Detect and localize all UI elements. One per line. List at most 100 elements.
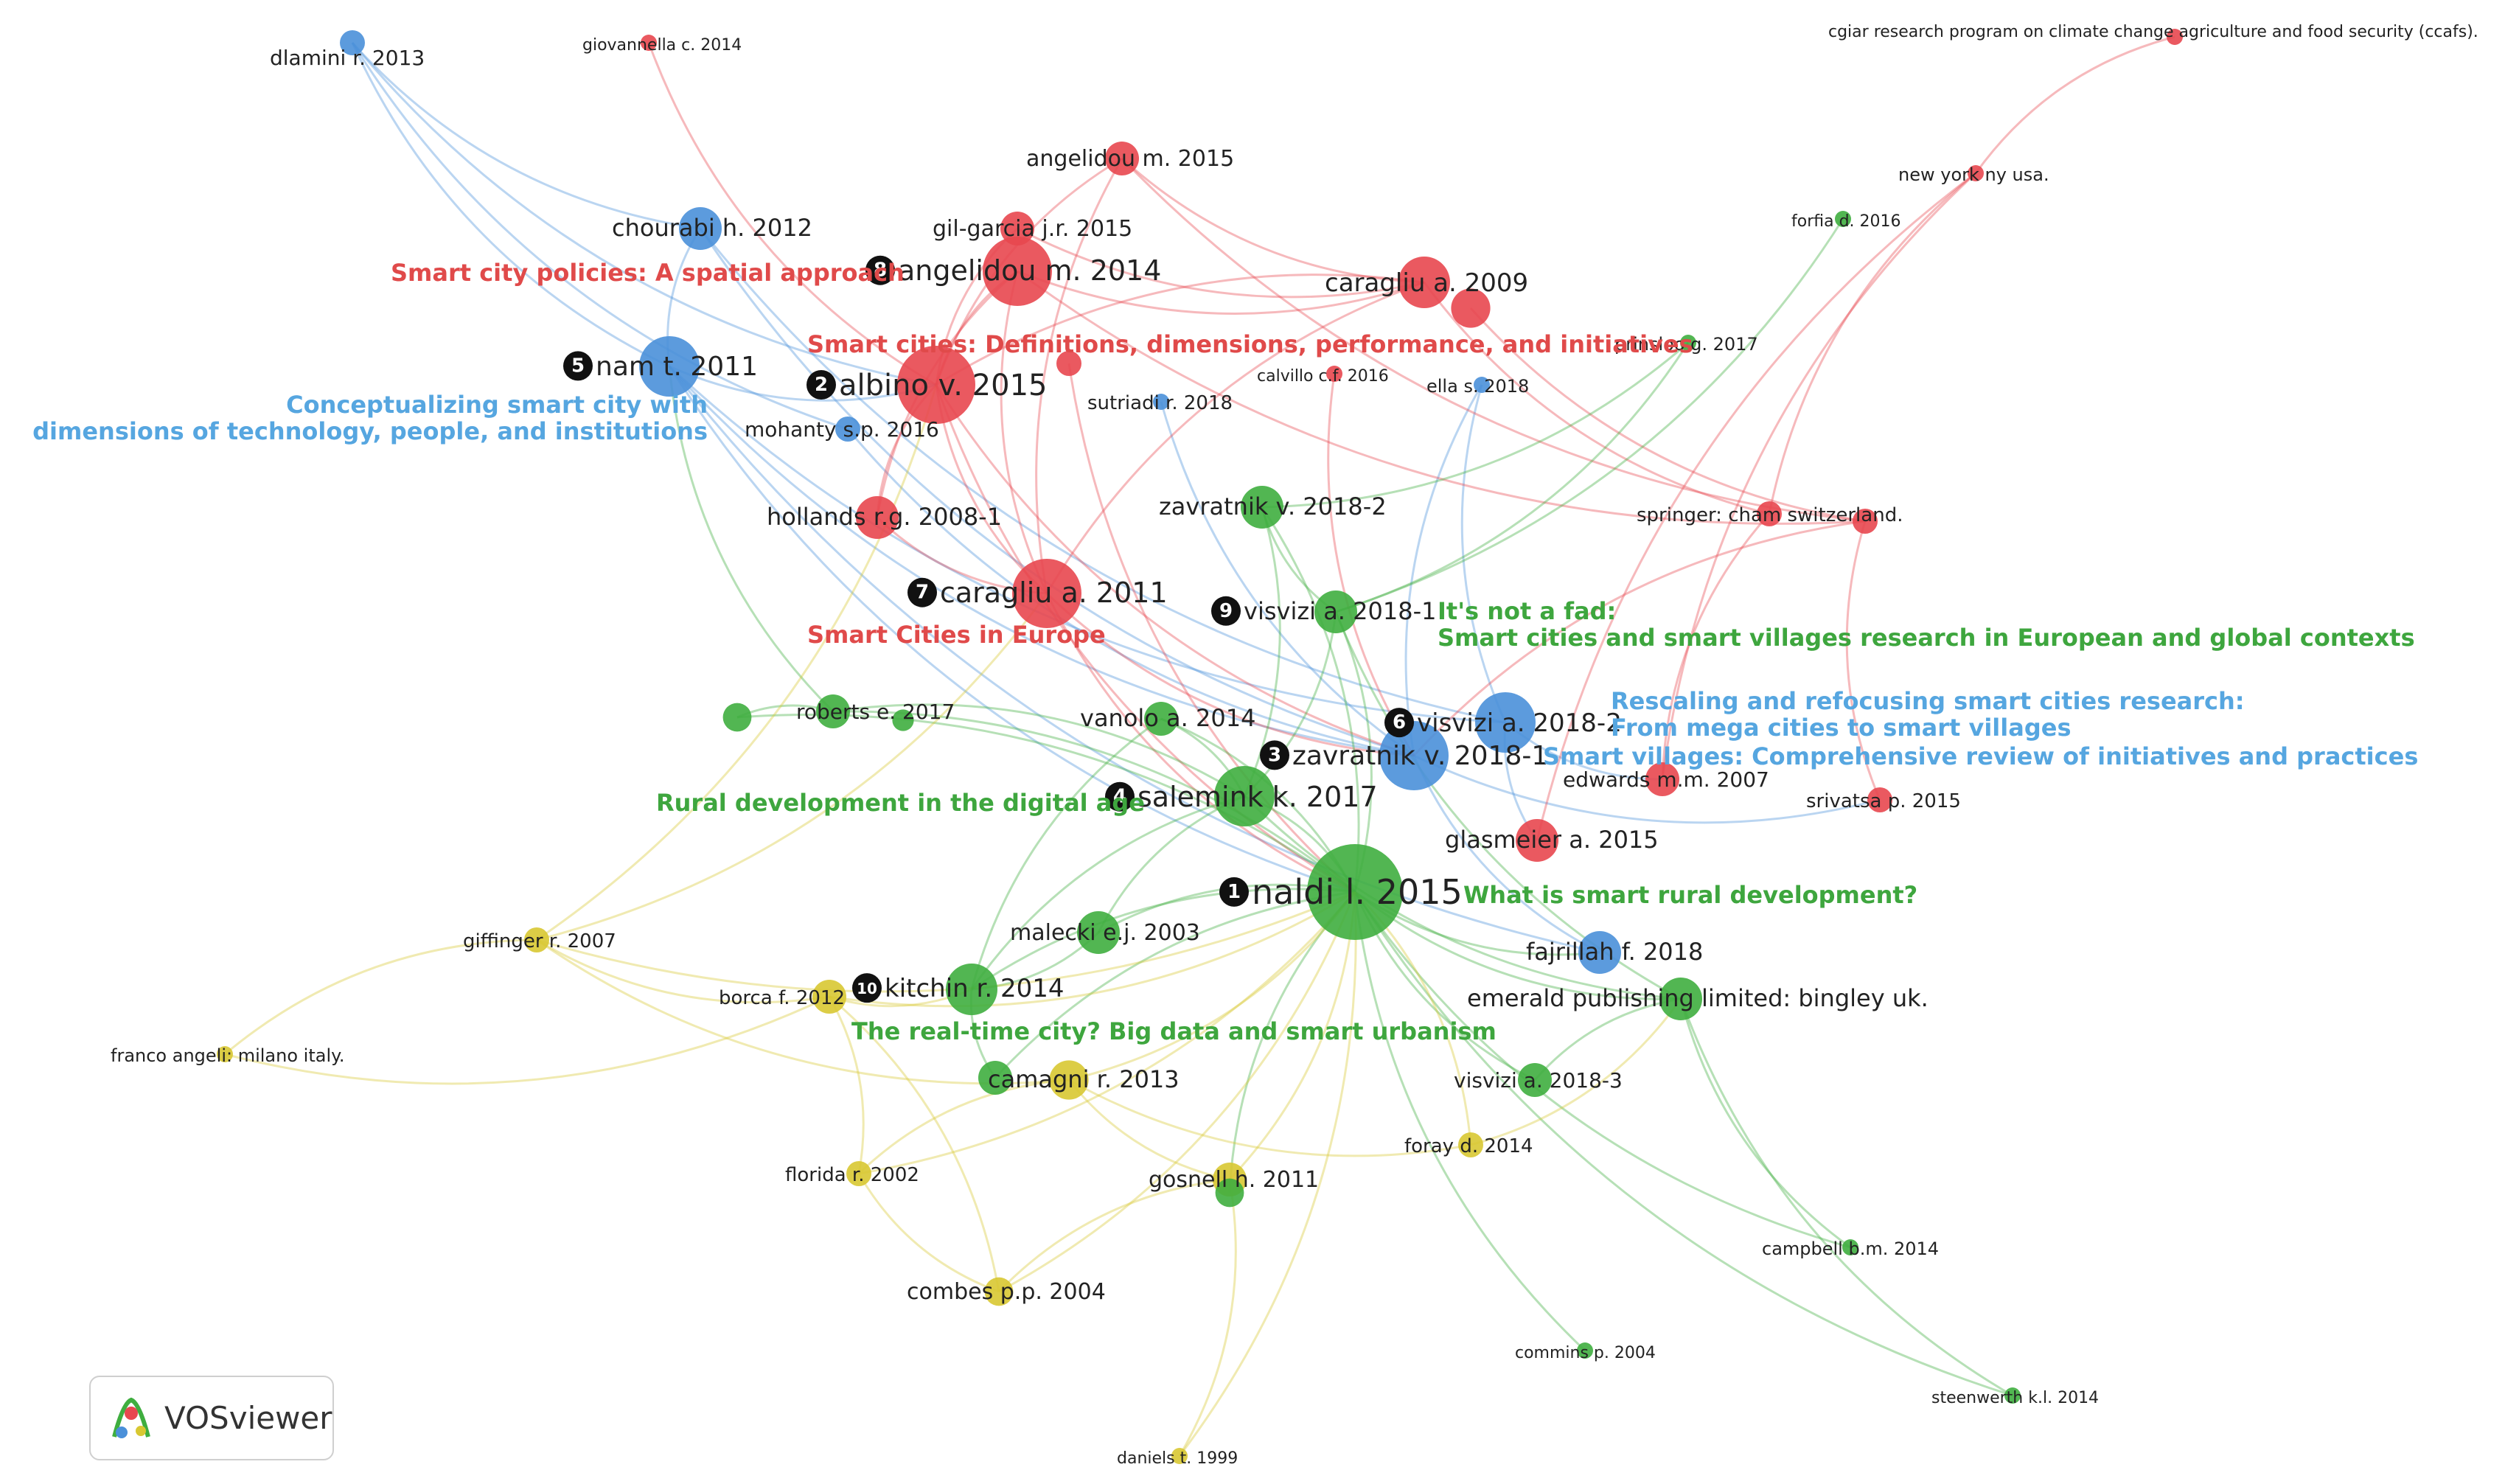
network-node[interactable]: [1577, 1342, 1593, 1359]
rank-badge-number: 4: [1113, 786, 1126, 808]
network-link: [536, 384, 938, 941]
network-link: [1536, 172, 1976, 841]
node-label: salemink k. 2017: [1137, 781, 1378, 813]
network-link: [224, 938, 537, 1056]
annotation-smart-cities-europe: Smart Cities in Europe: [807, 621, 1106, 649]
network-node[interactable]: [1475, 692, 1536, 753]
annotation-rural-development: Rural development in the digital age: [656, 789, 1145, 817]
node-label: edwards m.m. 2007: [1563, 767, 1769, 792]
network-node[interactable]: [217, 1046, 233, 1062]
network-node[interactable]: [1835, 211, 1851, 227]
network-node[interactable]: [1458, 1132, 1483, 1157]
network-node[interactable]: [1215, 1178, 1244, 1208]
node-label: glasmeier a. 2015: [1445, 826, 1659, 854]
network-node[interactable]: [2167, 29, 2183, 45]
rank-badge-number: 9: [1219, 600, 1233, 622]
network-link: [970, 717, 1162, 990]
network-node[interactable]: [1867, 787, 1892, 812]
network-node[interactable]: [1518, 1063, 1552, 1097]
network-node[interactable]: [2004, 1387, 2021, 1404]
network-link: [1017, 270, 1866, 525]
network-link: [1121, 157, 1425, 284]
network-node[interactable]: [1680, 335, 1696, 351]
network-link: [699, 228, 1415, 757]
network-node[interactable]: [1153, 394, 1169, 410]
network-node[interactable]: [1000, 212, 1034, 245]
network-link: [1178, 1179, 1237, 1457]
network-node[interactable]: [1451, 288, 1491, 328]
network-node[interactable]: [1012, 559, 1081, 628]
node-label: roberts e. 2017: [796, 700, 955, 724]
vosviewer-logo-icon: [112, 1397, 150, 1438]
network-node[interactable]: [1049, 1060, 1089, 1100]
network-node[interactable]: [1842, 1239, 1858, 1255]
network-link: [994, 891, 1356, 1079]
node-label: florida r. 2002: [785, 1164, 919, 1186]
network-node[interactable]: [1853, 509, 1878, 534]
network-link: [829, 891, 1356, 1008]
network-node[interactable]: [1398, 257, 1450, 308]
network-link: [832, 703, 1245, 798]
network-link: [936, 274, 1425, 386]
network-link: [1068, 891, 1356, 1081]
network-link: [1261, 341, 1689, 509]
network-node[interactable]: [816, 694, 850, 728]
node-label: forfia d. 2016: [1791, 212, 1901, 231]
network-link: [1679, 998, 2013, 1397]
network-link: [1974, 35, 2175, 174]
network-node[interactable]: [978, 1061, 1012, 1095]
network-node[interactable]: [1659, 978, 1702, 1020]
node-label: camagni r. 2013: [988, 1065, 1180, 1093]
network-node[interactable]: [984, 1277, 1014, 1306]
network-link: [1243, 795, 1682, 1000]
network-node[interactable]: [897, 346, 975, 424]
network-node[interactable]: [679, 207, 722, 250]
network-node[interactable]: [1241, 486, 1283, 529]
network-node[interactable]: [340, 30, 365, 55]
network-node[interactable]: [892, 709, 914, 731]
node-label: commins p. 2004: [1515, 1344, 1656, 1362]
network-node[interactable]: [639, 336, 700, 397]
node-label: giffinger r. 2007: [463, 930, 616, 952]
network-node[interactable]: [983, 237, 1052, 306]
network-link: [536, 593, 1048, 941]
network-link: [1661, 513, 1771, 780]
network-node[interactable]: [1105, 142, 1139, 175]
rank-badge: 3: [1260, 740, 1289, 770]
network-node[interactable]: [1645, 762, 1679, 796]
network-link: [1354, 891, 1682, 1000]
network-node[interactable]: [1307, 844, 1403, 940]
network-node[interactable]: [1968, 165, 1984, 181]
network-link: [829, 995, 1000, 1292]
rank-badge-number: 1: [1227, 881, 1241, 903]
network-node[interactable]: [1056, 351, 1081, 376]
network-node[interactable]: [1326, 366, 1342, 382]
node-label: combes p.p. 2004: [907, 1279, 1106, 1305]
network-node[interactable]: [1516, 819, 1558, 862]
network-node[interactable]: [1379, 721, 1449, 790]
node-label: cgiar research program on climate change…: [1828, 23, 2478, 41]
node-label: foray d. 2014: [1404, 1135, 1533, 1157]
network-node[interactable]: [846, 1161, 871, 1186]
network-links: [224, 35, 2175, 1457]
rank-badge: 9: [1211, 596, 1241, 626]
network-node[interactable]: [1077, 911, 1120, 954]
network-node[interactable]: [1171, 1448, 1188, 1464]
network-node[interactable]: [835, 417, 860, 442]
network-node[interactable]: [1578, 931, 1621, 974]
network-node[interactable]: [1214, 766, 1275, 826]
network-node[interactable]: [1757, 501, 1782, 526]
network-node[interactable]: [641, 35, 657, 51]
network-node[interactable]: [524, 927, 549, 952]
network-node[interactable]: [1314, 591, 1357, 633]
rank-badge-number: 3: [1268, 744, 1281, 766]
network-link: [1261, 506, 1360, 893]
network-node[interactable]: [856, 496, 899, 539]
annotation-smart-city-policies: Smart city policies: A spatial approach: [391, 259, 905, 287]
annotation-rescaling: Rescaling and refocusing smart cities re…: [1611, 687, 2245, 715]
network-node[interactable]: [1474, 377, 1490, 393]
network-node[interactable]: [812, 980, 846, 1014]
network-node[interactable]: [722, 703, 752, 732]
network-node[interactable]: [946, 964, 997, 1015]
network-node[interactable]: [1144, 702, 1178, 736]
